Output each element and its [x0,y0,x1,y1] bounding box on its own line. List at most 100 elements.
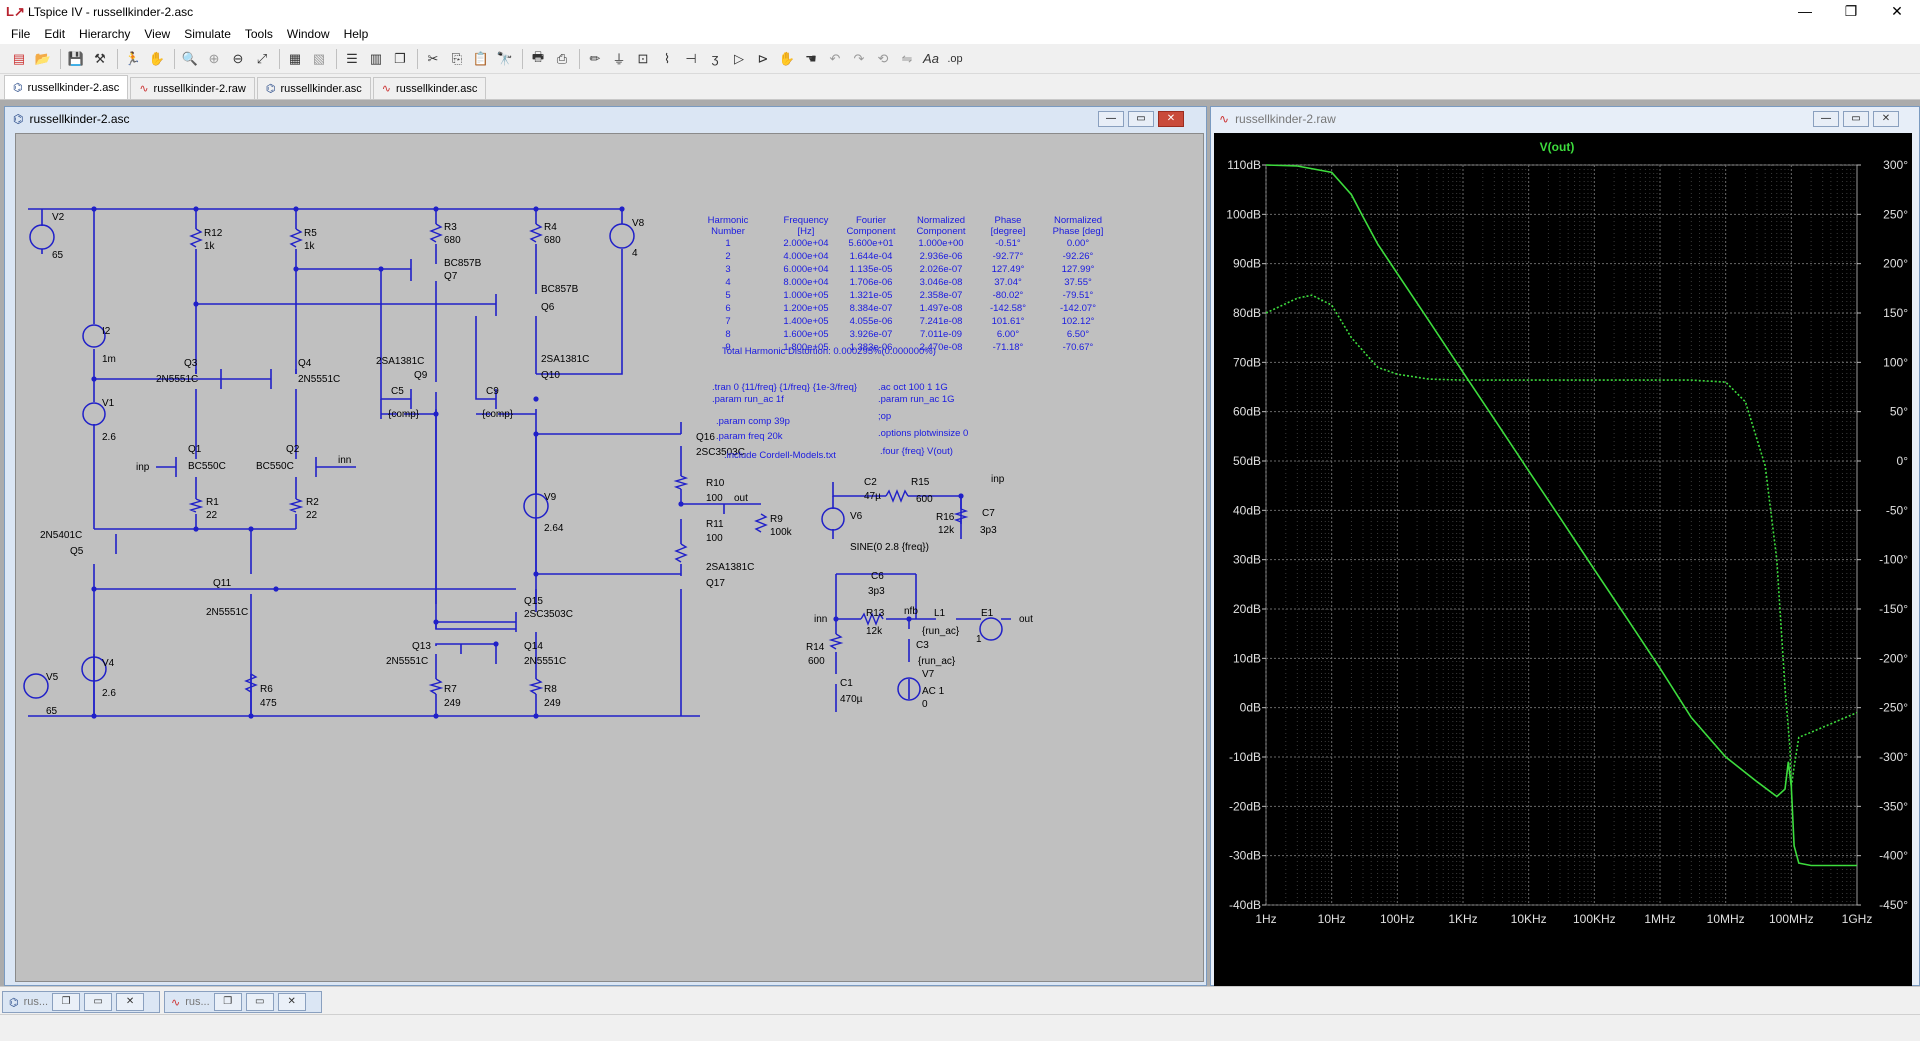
rotate-icon[interactable]: ⟲ [877,50,889,66]
label-Q7: Q7 [444,271,458,282]
move-icon[interactable]: ✋ [778,50,796,66]
print-preview-icon[interactable]: 🖶 [531,48,545,64]
restore-button[interactable]: ❐ [52,993,81,1011]
label-V1: V1 [102,398,115,409]
new-schematic-icon[interactable]: ▤ [12,50,26,66]
menu-tools[interactable]: Tools [244,27,273,41]
save-icon[interactable]: 💾 [67,50,85,66]
fourier-cell: 127.99° [1062,264,1095,275]
schematic-canvas[interactable]: V2 65 R12 1k R5 1k R3 680 R4 680 V8 4 BC… [15,133,1204,982]
tile-vertical-icon[interactable]: ▥ [369,50,383,66]
label-Q15: Q15 [524,596,543,607]
hdr-frequency: Frequency [784,215,829,226]
waveform-minimize-button[interactable]: — [1813,111,1839,127]
zoom-in-icon[interactable]: 🔍 [181,50,199,66]
control-panel-icon[interactable]: ⚒ [94,50,106,66]
y-left-tick-label: -30dB [1229,849,1261,863]
minimized-waveform[interactable]: ∿ rus... ❐ ▭ ✕ [164,991,322,1013]
menu-file[interactable]: File [11,27,31,41]
maximize-button[interactable]: ▭ [84,993,113,1011]
schematic-close-button[interactable]: ✕ [1158,111,1184,127]
value-R4: 680 [544,235,561,246]
label-R11: R11 [706,519,724,530]
copy-icon[interactable]: ⎘ [451,50,463,66]
ground-icon[interactable]: ⏚ [612,52,626,67]
menu-simulate[interactable]: Simulate [184,27,231,41]
label-net-icon[interactable]: ⊡ [637,50,649,66]
menu-edit[interactable]: Edit [44,27,66,41]
close-button[interactable]: ✕ [277,993,306,1011]
halt-icon[interactable]: ✋ [148,50,166,66]
drag-icon[interactable]: ☚ [805,50,817,66]
value-R5: 1k [304,241,316,252]
directive-ac: .ac oct 100 1 1G [878,382,948,393]
label-Q13: Q13 [412,641,431,652]
tab-schematic-1[interactable]: ⌬ russellkinder-2.asc [4,75,129,99]
tab-schematic-2[interactable]: ⌬ russellkinder.asc [256,77,371,99]
find-icon[interactable]: 🔭 [496,50,514,66]
cascade-icon[interactable]: ❐ [394,50,406,66]
schematic-icon: ⌬ [9,996,19,1009]
paste-icon[interactable]: 📋 [472,50,490,66]
label-Q6: Q6 [541,302,555,313]
maximize-button[interactable]: ▭ [245,993,274,1011]
print-icon[interactable]: ⎙ [556,50,568,66]
tile-horizontal-icon[interactable]: ☰ [346,50,358,66]
tab-waveform-1[interactable]: ∿ russellkinder-2.raw [130,77,255,99]
redo-icon[interactable]: ↷ [853,50,865,66]
schematic-maximize-button[interactable]: ▭ [1128,111,1154,127]
label-R5: R5 [304,228,317,239]
zoom-out-icon[interactable]: ⊖ [232,50,244,66]
run-icon[interactable]: 🏃 [124,50,142,66]
restore-button[interactable]: ❐ [213,993,242,1011]
autorange-icon[interactable]: ▦ [288,50,302,66]
label-C7: C7 [982,508,995,519]
y-left-tick-label: 60dB [1233,405,1261,419]
y-left-tick-label: 80dB [1233,306,1261,320]
menu-window[interactable]: Window [286,27,330,41]
open-folder-icon[interactable]: 📂 [34,50,52,66]
schematic-window-title: russellkinder-2.asc [29,112,130,126]
y-right-tick-label: 300° [1883,158,1908,172]
maximize-button[interactable]: ❐ [1844,3,1858,19]
menu-help[interactable]: Help [343,27,369,41]
waveform-window-titlebar[interactable]: ∿ russellkinder-2.raw [1211,107,1919,131]
schematic-minimize-button[interactable]: — [1098,111,1124,127]
cut-icon[interactable]: ✂ [427,50,439,66]
tab-waveform-2[interactable]: ∿ russellkinder.asc [372,77,487,99]
text-icon[interactable]: Aa [923,51,939,66]
minimized-schematic[interactable]: ⌬ rus... ❐ ▭ ✕ [2,991,160,1013]
tab-label: russellkinder-2.raw [153,82,246,95]
directive-op: ;op [878,411,891,422]
spice-directive-icon[interactable]: .op [947,52,963,65]
bode-chart: V(out) 110dB100dB90dB80dB70dB60dB50dB40d… [1226,140,1908,926]
pan-icon[interactable]: ⊕ [208,50,220,66]
grid-icon[interactable]: ▧ [312,50,326,66]
draw-wire-icon[interactable]: ✏ [589,50,601,66]
menu-hierarchy[interactable]: Hierarchy [79,27,131,41]
close-button[interactable]: ✕ [116,993,145,1011]
model-Q13: 2N5551C [386,656,428,667]
y-right-tick-label: 250° [1883,207,1908,221]
fourier-cell: 3 [725,264,730,275]
schematic-window-titlebar[interactable]: ⌬ russellkinder-2.asc [5,107,1206,131]
mirror-icon[interactable]: ⇋ [901,50,913,66]
directive-param-runac-1f: .param run_ac 1f [712,394,784,405]
fourier-cell: 7.241e-08 [920,316,963,327]
menu-view[interactable]: View [144,27,171,41]
trace-label: V(out) [1540,140,1575,154]
capacitor-icon[interactable]: ⊣ [685,50,697,66]
waveform-close-button[interactable]: ✕ [1873,111,1899,127]
minimize-button[interactable]: — [1798,3,1812,19]
undo-icon[interactable]: ↶ [829,50,841,66]
waveform-maximize-button[interactable]: ▭ [1843,111,1869,127]
mdi-area: ⌬ russellkinder-2.asc — ▭ ✕ [0,100,1920,993]
inductor-icon[interactable]: ʒ [711,51,719,66]
diode-icon[interactable]: ▷ [734,50,744,66]
x-tick-label: 1KHz [1448,912,1477,926]
component-icon[interactable]: ⊳ [757,50,769,66]
close-button[interactable]: ✕ [1891,3,1903,19]
zoom-fit-icon[interactable]: ⤢ [256,50,268,66]
resistor-icon[interactable]: ⌇ [663,50,671,66]
